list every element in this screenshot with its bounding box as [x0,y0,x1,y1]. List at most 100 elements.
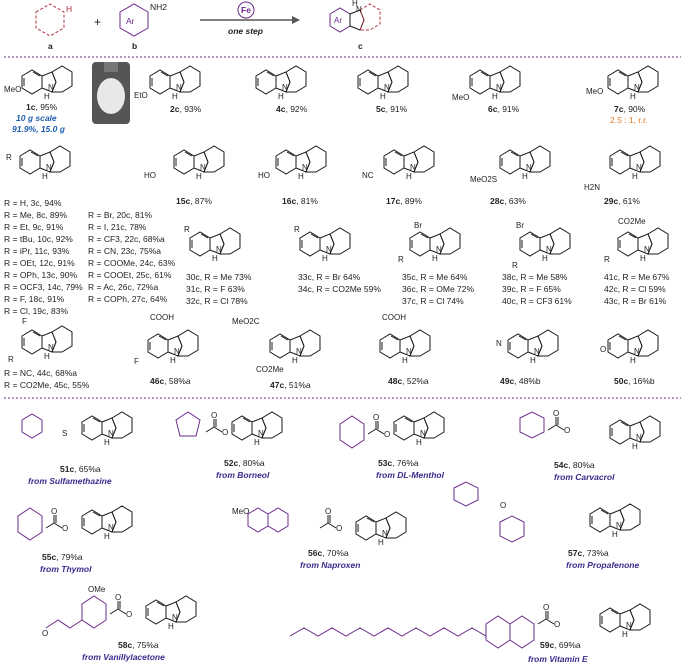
svg-text:31c, R = F 63%: 31c, R = F 63% [186,284,245,294]
late-stage-row-a: S 51c, 65%a from Sulfamethazine 52c, 80%… [21,408,661,486]
svg-text:2c, 93%: 2c, 93% [170,104,202,114]
svg-text:R = CO2Me, 45c, 55%: R = CO2Me, 45c, 55% [4,380,90,390]
svg-text:MeO2C: MeO2C [232,317,260,326]
svg-text:from Thymol: from Thymol [40,564,92,574]
svg-text:R: R [512,261,518,270]
svg-text:33c, R = Br 64%: 33c, R = Br 64% [298,272,361,282]
product-c-structure: Ar H N [329,0,381,33]
svg-text:from Borneol: from Borneol [216,470,270,480]
svg-text:R = iPr, 11c, 93%: R = iPr, 11c, 93% [4,246,70,256]
svg-text:H2N: H2N [584,183,600,192]
svg-text:54c, 80%a: 54c, 80%a [554,460,595,470]
svg-text:41c, R = Me 67%: 41c, R = Me 67% [604,272,670,282]
svg-text:R = Br, 20c, 81%: R = Br, 20c, 81% [88,210,152,220]
svg-text:MeO: MeO [4,85,21,94]
condition-label: one step [228,26,263,36]
svg-text:37c, R = Cl 74%: 37c, R = Cl 74% [402,296,464,306]
svg-text:EtO: EtO [134,91,148,100]
svg-text:38c, R = Me 58%: 38c, R = Me 58% [502,272,568,282]
svg-text:5c, 91%: 5c, 91% [376,104,408,114]
svg-text:F: F [22,317,27,326]
svg-text:O: O [42,629,48,638]
svg-text:55c, 79%a: 55c, 79%a [42,552,83,562]
svg-text:59c, 69%a: 59c, 69%a [540,640,581,650]
svg-text:52c, 80%a: 52c, 80%a [224,458,265,468]
r-list-right: R = Br, 20c, 81% R = I, 21c, 78% R = CF3… [88,210,176,304]
svg-text:R = I, 21c, 78%: R = I, 21c, 78% [88,222,147,232]
row3-series: R 30c, R = Me 73% 31c, R = F 63% 32c, R … [184,217,670,306]
svg-text:N: N [356,5,362,14]
svg-text:from Vanillylacetone: from Vanillylacetone [82,652,165,662]
svg-text:39c, R = F 65%: 39c, R = F 65% [502,284,561,294]
svg-text:49c, 48%b: 49c, 48%b [500,376,541,386]
svg-text:10 g scale: 10 g scale [16,113,57,123]
svg-text:48c, 52%a: 48c, 52%a [388,376,429,386]
label-c: c [358,41,363,51]
svg-text:R: R [294,225,300,234]
svg-text:S: S [62,429,67,438]
svg-text:R = Ac, 26c, 72%a: R = Ac, 26c, 72%a [88,282,158,292]
svg-text:COOH: COOH [382,313,406,322]
svg-text:F: F [134,357,139,366]
svg-text:R = tBu, 10c, 92%: R = tBu, 10c, 92% [4,234,73,244]
svg-text:15c, 87%: 15c, 87% [176,196,212,206]
svg-text:51c, 65%a: 51c, 65%a [60,464,101,474]
svg-text:57c, 73%a: 57c, 73%a [568,548,609,558]
svg-text:1c, 95%: 1c, 95% [26,102,58,112]
row4: F R R = NC, 44c, 68%a R = CO2Me, 45c, 55… [4,313,659,390]
svg-text:R = COOMe, 24c, 63%: R = COOMe, 24c, 63% [88,258,176,268]
svg-text:R = Et, 9c, 91%: R = Et, 9c, 91% [4,222,64,232]
svg-text:58c, 75%a: 58c, 75%a [118,640,159,650]
svg-text:R = H, 3c, 94%: R = H, 3c, 94% [4,198,62,208]
svg-text:OMe: OMe [88,585,106,594]
svg-text:34c, R = CO2Me 59%: 34c, R = CO2Me 59% [298,284,381,294]
aniline-ring [119,3,149,37]
svg-text:R = Cl, 19c, 83%: R = Cl, 19c, 83% [4,306,68,316]
svg-text:40c, R = CF3 61%: 40c, R = CF3 61% [502,296,572,306]
svg-text:R: R [604,255,610,264]
svg-text:from Naproxen: from Naproxen [300,560,360,570]
row1: MeO 1c, 95% 10 g scale 91.9%, 15.0 g EtO… [4,62,659,134]
svg-text:MeO2S: MeO2S [470,175,497,184]
svg-text:O: O [600,345,606,354]
svg-text:R = CF3, 22c, 68%a: R = CF3, 22c, 68%a [88,234,165,244]
svg-text:H: H [66,4,72,14]
reaction-scheme: H a + Ar NH2 b Fe one step Ar H N c [35,0,381,51]
svg-text:R = Me, 8c, 89%: R = Me, 8c, 89% [4,210,68,220]
svg-text:R: R [8,355,14,364]
svg-text:17c, 89%: 17c, 89% [386,196,422,206]
svg-text:53c, 76%a: 53c, 76%a [378,458,419,468]
svg-text:46c, 58%a: 46c, 58%a [150,376,191,386]
svg-text:7c, 90%: 7c, 90% [614,104,646,114]
label-b: b [132,41,137,51]
svg-text:50c, 16%b: 50c, 16%b [614,376,655,386]
late-stage-row-c: OMe O 58c, 75%a from Vanillylacetone 59c… [42,585,651,664]
label-a: a [48,41,53,51]
svg-text:N: N [496,339,502,348]
svg-text:Br: Br [516,221,524,230]
r-list-left: R = H, 3c, 94% R = Me, 8c, 89% R = Et, 9… [4,198,83,316]
svg-text:R = CN, 23c, 75%a: R = CN, 23c, 75%a [88,246,161,256]
svg-text:R = OCF3, 14c, 79%: R = OCF3, 14c, 79% [4,282,83,292]
svg-text:4c, 92%: 4c, 92% [276,104,308,114]
svg-text:32c, R = Cl 78%: 32c, R = Cl 78% [186,296,248,306]
svg-text:42c, R = Cl 59%: 42c, R = Cl 59% [604,284,666,294]
svg-text:H: H [352,0,358,8]
catalyst-label: Fe [241,5,251,15]
svg-text:29c, 61%: 29c, 61% [604,196,640,206]
row2: R HO 15c, 87% HO 16c, 81% NC 17c, 89% Me… [6,145,661,206]
svg-text:CO2Me: CO2Me [618,217,646,226]
svg-text:R: R [398,255,404,264]
catalyst-cycle-icon [237,1,255,19]
substrate-a-ring [35,3,65,37]
svg-text:COOH: COOH [150,313,174,322]
svg-text:R = F, 18c, 91%: R = F, 18c, 91% [4,294,65,304]
svg-text:from Sulfamethazine: from Sulfamethazine [28,476,112,486]
svg-text:HO: HO [258,171,270,180]
svg-text:2.5 : 1, r.r.: 2.5 : 1, r.r. [610,115,648,125]
svg-text:from Propafenone: from Propafenone [566,560,639,570]
svg-text:O: O [500,501,506,510]
svg-text:R: R [6,153,12,162]
plus-sign: + [94,15,101,29]
